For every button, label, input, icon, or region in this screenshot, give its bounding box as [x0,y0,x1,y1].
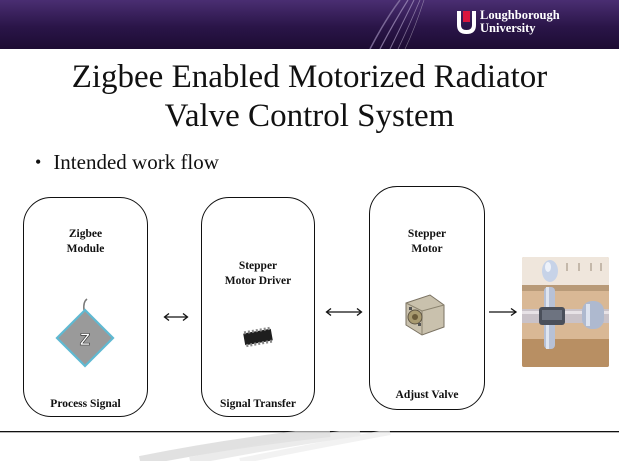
bullet-item: • Intended work flow [35,150,219,175]
double-arrow-icon [325,307,363,317]
banner-swoosh-decoration [369,0,425,49]
double-arrow-icon [163,312,189,322]
header-banner: Loughborough University [0,0,619,49]
stepper-motor-icon [405,294,445,336]
zigbee-module-icon: Z [55,298,115,368]
footer-swoosh-decoration [0,431,619,461]
logo-line-1: Loughborough [480,8,560,22]
bullet-text: Intended work flow [53,150,219,174]
flow-box-zigbee-module: Zigbee Module Z Process Signal [23,197,148,417]
flow-box-label: Stepper Motor [407,228,447,255]
flow-box-footer: Process Signal [50,398,121,410]
flow-box-stepper-motor-driver: Stepper Motor Driver Signal Transfer [201,197,315,417]
flow-box-footer: Adjust Valve [395,389,459,401]
logo-line-2: University [480,20,536,35]
right-arrow-icon [489,307,518,317]
university-logo: Loughborough University [457,9,607,39]
flow-box-stepper-motor: Stepper Motor Adjust Valve [369,186,485,410]
flow-box-label: Zigbee Module [66,228,105,255]
flow-box-footer: Signal Transfer [220,398,296,410]
zigbee-z-letter: Z [80,330,90,349]
slide-title: Zigbee Enabled Motorized Radiator Valve … [20,58,599,136]
motor-driver-chip-icon [243,326,273,348]
bullet-dot-icon: • [35,152,42,172]
flow-box-label: Stepper Motor Driver [224,260,292,287]
logo-text: Loughborough University [480,9,560,34]
title-line-2: Valve Control System [164,98,455,134]
radiator-valve-photo [522,257,609,367]
university-crest-icon [457,11,476,34]
title-line-1: Zigbee Enabled Motorized Radiator [71,59,548,95]
